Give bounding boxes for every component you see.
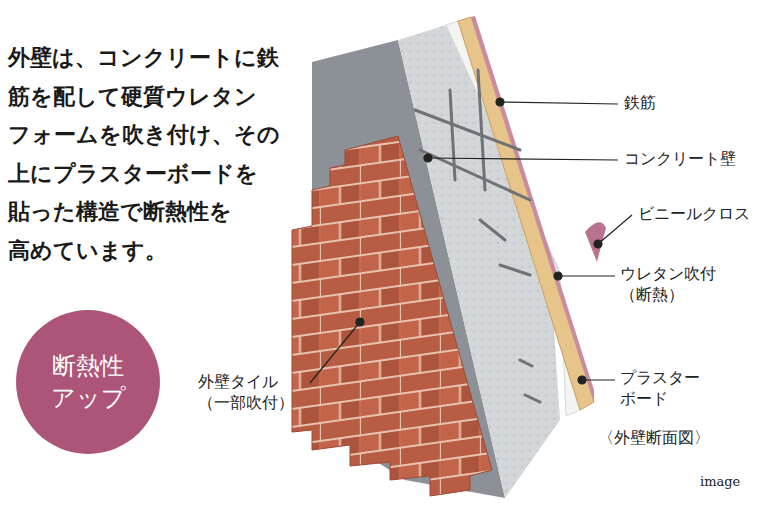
description-text: 外壁は、コンクリートに鉄 筋を配して硬質ウレタン フォームを吹き付け、その 上に… <box>8 38 303 269</box>
badge-text: 断熱性 アップ <box>33 350 143 415</box>
part-label: ウレタン吹付 （断熱） <box>620 264 745 306</box>
part-label: コンクリート壁 <box>624 149 754 170</box>
feature-badge: 断熱性 アップ <box>16 310 160 454</box>
watermark: image <box>700 474 760 491</box>
part-label: 鉄筋 <box>624 93 754 114</box>
caption-label: 〈外壁断面図〉 <box>598 428 758 449</box>
part-label: プラスター ボード <box>620 368 720 410</box>
part-label: 外壁タイル （一部吹付） <box>198 372 306 414</box>
part-label: ビニールクロス <box>638 204 762 225</box>
